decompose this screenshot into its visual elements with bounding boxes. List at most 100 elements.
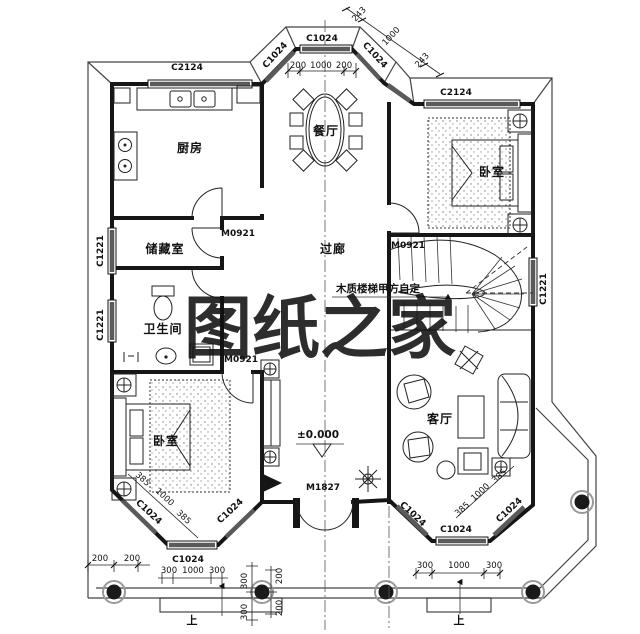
side-table: [436, 460, 456, 480]
column-icon: [374, 580, 398, 604]
plant-icon: [454, 345, 484, 375]
room-label-living: 客厅: [426, 411, 453, 426]
spiral-staircase: [388, 235, 533, 333]
window-tag: C1024: [261, 41, 290, 71]
level-mark: [296, 443, 344, 458]
dim: 385: [453, 500, 472, 518]
level-label: ±0.000: [297, 429, 339, 441]
dim: 1000: [182, 566, 204, 576]
window-tag: C1221: [96, 235, 106, 267]
window-rightbay-right-diag: [492, 505, 526, 537]
faucet-icon: [123, 352, 139, 362]
window-tag: C2124: [171, 63, 203, 73]
dim: 1000: [448, 561, 470, 571]
room-label-bedroom-left: 卧室: [153, 433, 179, 448]
door-tag: M0921: [221, 229, 255, 239]
window-left-lower: [107, 299, 117, 343]
dim: 1000: [469, 482, 492, 504]
speaker-icon: [491, 457, 511, 477]
dim: 300: [240, 604, 250, 620]
dim: 200: [290, 61, 306, 71]
window-corner-cut: [386, 83, 412, 103]
dim: 200: [92, 554, 108, 564]
chair-icon: [289, 88, 363, 172]
window-tag: C1024: [172, 555, 204, 565]
dim: 300: [486, 561, 502, 571]
fridge-icon: [236, 85, 261, 104]
window-kitchen-top: [147, 79, 253, 89]
dim: 243: [350, 5, 368, 24]
window-tag: C2124: [440, 88, 472, 98]
entry-double-door-arc: [296, 501, 354, 531]
coffee-table: [457, 395, 485, 439]
dim: 200: [275, 568, 285, 584]
window-left-upper: [107, 227, 117, 275]
dim: 1000: [310, 61, 332, 71]
column-icon: [102, 580, 126, 604]
bedroom-right-furniture: [427, 109, 533, 237]
steps-right: [426, 597, 492, 613]
window-rightbay-bottom: [435, 536, 489, 546]
sink-icon: [169, 90, 216, 108]
dim: 300: [209, 566, 225, 576]
hall-fixtures: [260, 359, 344, 492]
bedroom-left-door-arc: [221, 371, 254, 404]
windows: [107, 44, 538, 550]
window-bay-left-diag: [264, 50, 296, 83]
room-label-dining: 餐厅: [313, 123, 339, 138]
tv-cabinet: [457, 447, 489, 475]
armchair-icon: [396, 374, 434, 463]
rug: [427, 117, 511, 229]
up-label-right: 上: [454, 613, 465, 627]
watermark: 图纸之家: [184, 289, 456, 369]
nightstand-icon: [507, 109, 533, 237]
door-tag: M0921: [391, 241, 425, 251]
window-leftbay-right-diag: [224, 508, 256, 539]
eave-outline: [87, 26, 553, 598]
dining-table: [305, 93, 345, 167]
door-post: [293, 498, 300, 528]
room-label-hall: 过廊: [320, 241, 346, 256]
room-label-bedroom-right: 卧室: [479, 164, 505, 179]
window-bay-right-diag: [355, 52, 382, 81]
doors: [191, 187, 420, 531]
basin-icon: [155, 347, 177, 365]
bathroom-fixtures: [123, 285, 214, 366]
window-tag: C1221: [539, 273, 549, 305]
dim: 300: [161, 566, 177, 576]
dim: 300: [240, 573, 250, 589]
bathroom-door-arc: [191, 267, 223, 299]
storage-door-arc: [191, 227, 223, 259]
room-label-kitchen: 厨房: [177, 140, 203, 155]
room-label-bathroom: 卫生间: [143, 321, 182, 336]
bed-icon: [111, 397, 191, 477]
column-icon: [521, 580, 545, 604]
dining-set: [289, 88, 363, 172]
window-leftbay-bottom: [166, 540, 218, 550]
dim: 200: [124, 554, 140, 564]
lamp-icon: [260, 359, 280, 467]
dim: 1000: [381, 25, 403, 48]
door-post: [352, 498, 359, 528]
door-tag: M1827: [306, 483, 340, 493]
kitchen-fixtures: [113, 85, 261, 181]
flower-icon: [355, 466, 381, 492]
window-bay-top: [299, 44, 353, 54]
window-bedroom-top: [423, 99, 521, 109]
toilet-icon: [151, 285, 175, 321]
window-tag: C1024: [306, 34, 338, 44]
up-label-left: 上: [187, 613, 198, 627]
bedroom-left-furniture: [111, 373, 231, 501]
washer-icon: [189, 343, 214, 366]
bed-icon: [451, 133, 533, 213]
window-right-stair: [528, 257, 538, 307]
stove-icon: [113, 131, 138, 181]
door-tag: M0921: [224, 355, 258, 365]
kitchen-door-arc: [191, 187, 223, 219]
dimension-lines: [84, 6, 515, 626]
nightstand-icon: [111, 373, 137, 501]
window-leftbay-left-diag: [120, 498, 158, 535]
closet: [262, 379, 281, 447]
